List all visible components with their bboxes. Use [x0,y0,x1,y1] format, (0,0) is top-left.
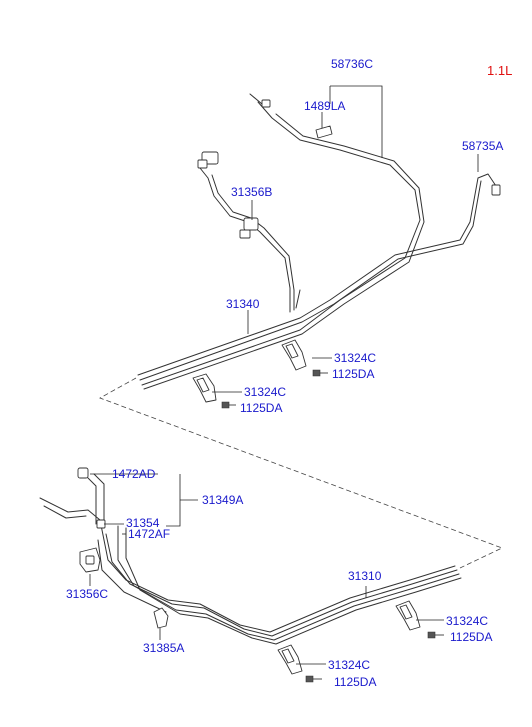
label-31340: 31340 [226,297,260,311]
clip-31385A [153,607,169,629]
label-31354: 31354 [126,516,160,530]
label-31356B: 31356B [231,185,272,199]
connector-fitting-upper-left [197,151,219,169]
connector-fitting-lower-top [77,467,89,479]
connector-fitting-upper-top [249,93,271,108]
label-1472AD: 1472AD [112,467,156,481]
label-31310: 31310 [348,569,382,583]
label-1125DA-a: 1125DA [332,367,374,381]
upper-fuel-line-assembly: 58736C 1489LA 58735A 31356B 31340 31324C… [137,57,503,415]
lower-fuel-line-assembly: 1472AD 31349A 31354 1472AF 31356C 31310 … [39,467,492,689]
tube-31310 [39,473,462,645]
bolt-1125DA-d [305,675,322,683]
bracket-31324C-c [395,600,421,631]
tube-31340 [137,101,497,390]
bracket-31324C-b [192,373,217,403]
bolt-1125DA-a [312,369,328,377]
leader-lines-lower [89,473,444,665]
label-31324C-a: 31324C [334,351,376,365]
clip-1489LA [315,125,333,139]
clamp-31356C [79,547,101,573]
bracket-31324C-d [277,644,303,675]
label-31349A: 31349A [202,493,243,507]
clamp-31356B [239,217,259,239]
dashed-connection-lines [99,377,504,569]
label-31324C-c: 31324C [446,614,488,628]
label-58735A: 58735A [462,139,503,153]
label-31324C-d: 31324C [328,658,370,672]
label-1489LA: 1489LA [304,99,345,113]
label-31324C-b: 31324C [244,385,286,399]
label-1125DA-c: 1125DA [450,630,492,644]
bracket-31324C-a [281,339,307,371]
label-1472AF: 1472AF [128,527,170,541]
clamp-31354 [96,519,106,529]
connector-fitting-right [491,184,501,196]
label-1125DA-d: 1125DA [334,675,376,689]
label-58736C: 58736C [331,57,373,71]
leader-lines-upper [212,85,479,393]
engine-variant-label: 1.1L [487,63,512,78]
label-31385A: 31385A [143,641,184,655]
bolt-1125DA-b [221,401,236,409]
bolt-1125DA-c [427,631,444,639]
label-1125DA-b: 1125DA [240,401,282,415]
label-31356C: 31356C [66,587,108,601]
